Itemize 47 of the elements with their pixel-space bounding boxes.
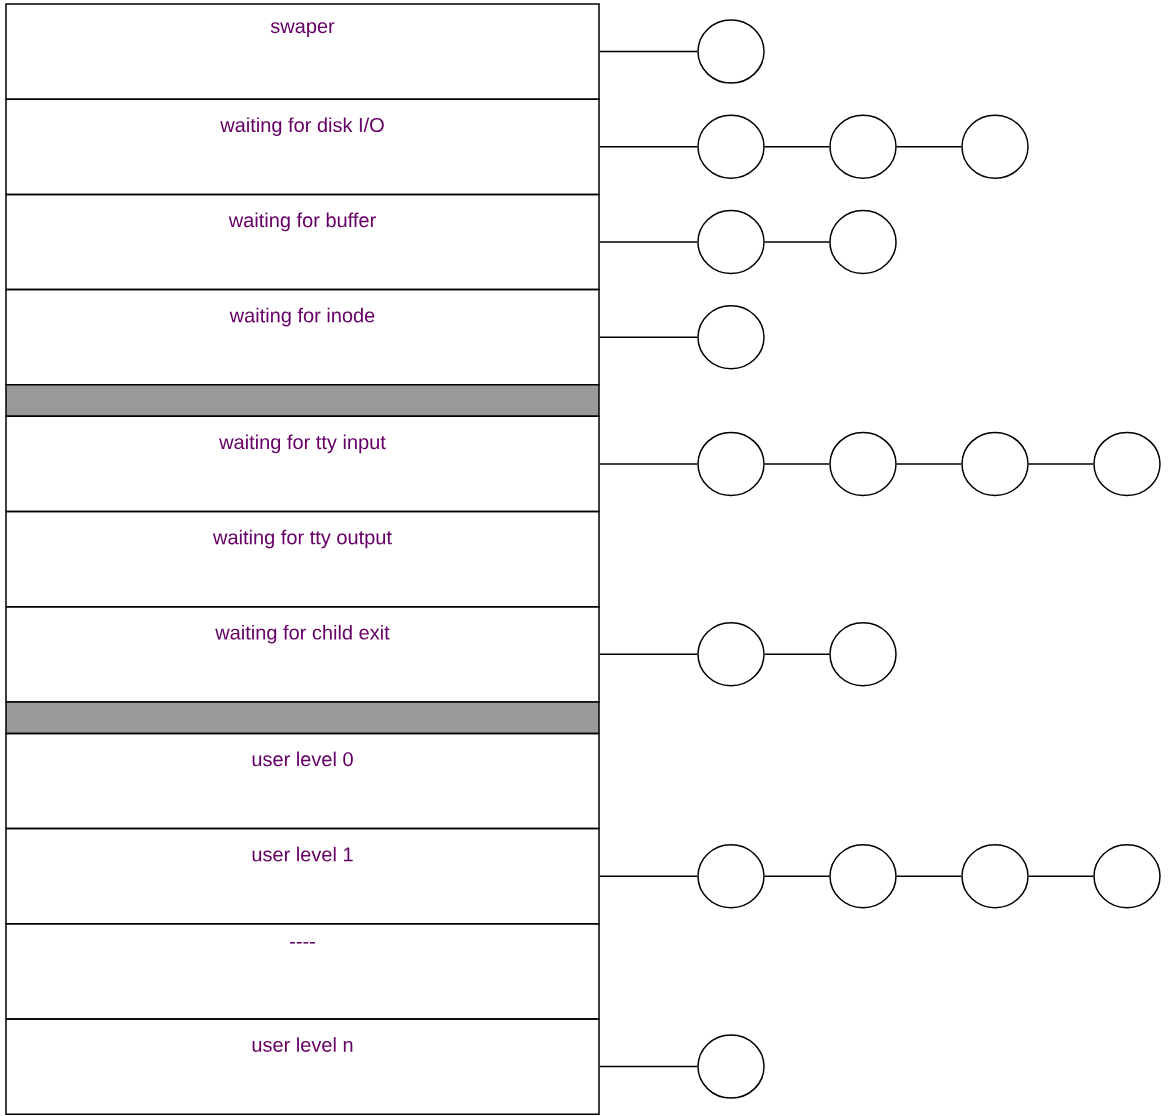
process-circle xyxy=(961,114,1029,180)
connector-line xyxy=(764,653,830,656)
process-circle xyxy=(697,622,765,687)
connector-line xyxy=(896,463,962,465)
process-circle xyxy=(829,622,897,687)
process-circle xyxy=(697,19,765,84)
divider-bar xyxy=(5,384,600,418)
queue-row: waiting for tty input xyxy=(5,415,600,513)
connector-line xyxy=(599,875,698,877)
process-circle xyxy=(697,431,765,497)
queue-row: waiting for tty output xyxy=(5,510,600,608)
process-circle xyxy=(829,431,897,497)
queue-row: user level n xyxy=(5,1018,600,1115)
process-circle xyxy=(697,304,765,370)
connector-line xyxy=(1028,875,1094,877)
connector-line xyxy=(764,463,830,465)
process-circle xyxy=(829,843,897,909)
connector-line xyxy=(764,241,830,243)
process-circle xyxy=(697,209,765,275)
queue-row: user level 1 xyxy=(5,827,600,925)
connector-line xyxy=(599,241,698,243)
process-circle xyxy=(1093,431,1161,497)
connector-line xyxy=(599,1065,698,1068)
process-circle xyxy=(697,1034,765,1099)
process-circle xyxy=(829,114,897,180)
connector-line xyxy=(1028,463,1094,465)
process-circle xyxy=(697,843,765,909)
connector-line xyxy=(599,146,698,148)
connector-line xyxy=(599,336,698,338)
queue-row: waiting for disk I/O xyxy=(5,98,600,196)
connector-line xyxy=(764,146,830,148)
process-circle xyxy=(697,114,765,180)
process-circle xyxy=(961,431,1029,497)
queue-row: user level 0 xyxy=(5,732,600,830)
connector-line xyxy=(599,463,698,465)
connector-line xyxy=(599,653,698,656)
connector-line xyxy=(896,146,962,148)
process-circle xyxy=(1093,843,1161,909)
process-circle xyxy=(829,209,897,275)
connector-line xyxy=(896,875,962,877)
connector-line xyxy=(764,875,830,877)
queue-row: waiting for buffer xyxy=(5,193,600,291)
queue-row: ---- xyxy=(5,923,600,1020)
connector-line xyxy=(599,50,698,53)
queue-row: swaper xyxy=(5,3,600,100)
process-circle xyxy=(961,843,1029,909)
divider-bar xyxy=(5,701,600,735)
